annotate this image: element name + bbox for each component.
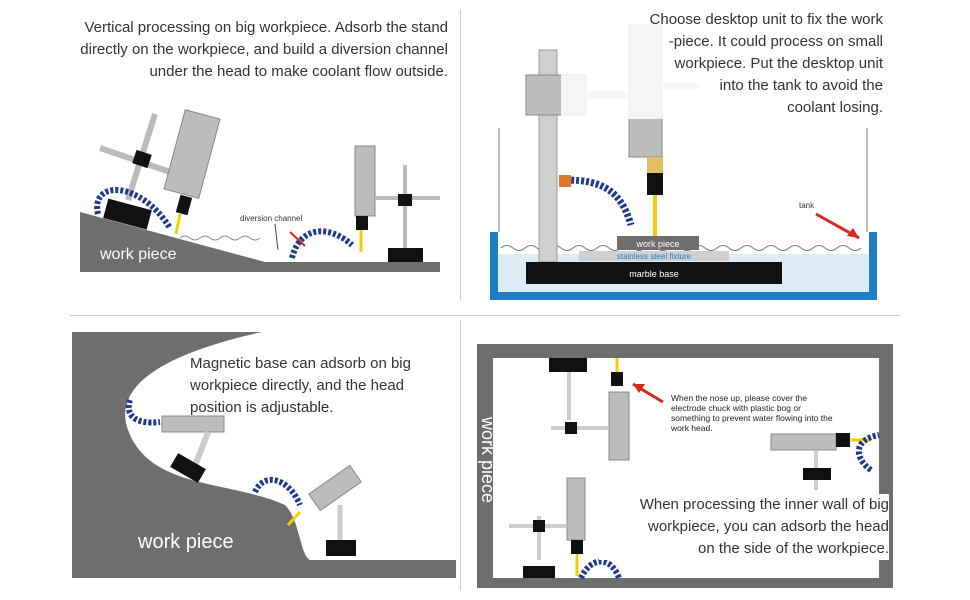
bl-clamp — [533, 520, 545, 532]
panel-bottom-right: work piece When the nose up, please cove… — [461, 320, 970, 600]
bl-base — [523, 566, 555, 578]
note-line: work head. — [671, 423, 713, 433]
panel-top-right: work piece stainless steel fixture marbl… — [461, 0, 970, 310]
workpiece-slope — [80, 212, 440, 272]
lower-head — [308, 464, 362, 512]
electrode — [174, 213, 182, 235]
lower-magnetic-base — [326, 540, 356, 556]
panel-bottom-left: work piece Magnetic base can adsorb on b… — [0, 320, 460, 600]
hose-fitting — [559, 175, 571, 187]
right-clamp — [398, 194, 412, 206]
work-piece-vertical-label: work piece — [478, 416, 498, 504]
illustration-inner-wall — [477, 344, 893, 588]
tl-base — [549, 358, 587, 372]
tank-walls — [490, 232, 877, 300]
note-line: When the nose up, please cover the — [671, 393, 808, 403]
caption-bottom-left: Magnetic base can adsorb on big workpiec… — [190, 353, 450, 419]
marble-base-block — [526, 262, 782, 284]
caption-line: Choose desktop unit to fix the work — [649, 11, 883, 28]
right-base — [388, 248, 423, 262]
illustration-vertical-processing: diversion channel work piece — [80, 109, 440, 272]
caption-top-right: Choose desktop unit to fix the work -pie… — [561, 9, 883, 119]
red-arrow-left — [289, 231, 306, 247]
desktop-hose — [565, 176, 635, 227]
caption-top-left: Vertical processing on big workpiece. Ad… — [40, 17, 448, 83]
work-piece-label-bottom: work piece — [137, 531, 234, 553]
caption-line: into the tank to avoid the — [719, 77, 883, 94]
divider-vertical-bottom — [460, 320, 461, 590]
work-head — [163, 109, 221, 199]
right-hose — [289, 228, 355, 259]
work-piece-small-label: work piece — [635, 239, 679, 249]
divider-vertical-top — [460, 10, 461, 300]
diversion-leader — [274, 223, 279, 251]
upper-hose — [125, 399, 161, 426]
tank-label: tank — [799, 201, 815, 210]
head-collar — [647, 157, 663, 175]
bl-head — [566, 477, 586, 541]
caption-line: workpiece. Put the desktop unit — [674, 55, 883, 72]
upper-arm — [192, 430, 211, 468]
note-line: electrode chuck with plastic bog or — [671, 403, 801, 413]
chuck — [175, 194, 193, 216]
illustration-magnetic-base: work piece — [72, 332, 456, 578]
work-piece-label: work piece — [99, 246, 177, 263]
upper-head — [161, 415, 225, 433]
diversion-channel-label: diversion channel — [240, 214, 302, 223]
marble-base-label: marble base — [629, 269, 679, 279]
caption-line: directly on the workpiece, and build a d… — [80, 41, 448, 58]
tl-head — [608, 391, 630, 461]
note-arrowhead — [633, 384, 645, 393]
r-head — [770, 433, 837, 451]
curved-workpiece — [72, 332, 456, 578]
caption-line: Magnetic base can adsorb on big — [190, 355, 411, 372]
note-text: When the nose up, please cover the elect… — [671, 393, 891, 433]
divider-horizontal — [70, 315, 900, 316]
tank-arrowhead — [847, 228, 859, 238]
tl-chuck — [611, 372, 623, 386]
lower-hose — [252, 477, 303, 507]
note-line: something to prevent water flowing into … — [671, 413, 833, 423]
coolant-wave — [179, 235, 261, 241]
caption-line: under the head to make coolant flow outs… — [149, 63, 448, 80]
caption-line: on the side of the workpiece. — [698, 540, 889, 557]
panel-top-left: Vertical processing on big workpiece. Ad… — [0, 0, 460, 300]
fixture-label: stainless steel fixture — [617, 252, 692, 261]
right-head — [354, 145, 376, 217]
caption-line: -piece. It could process on small — [668, 33, 883, 50]
caption-line: workpiece directly, and the head — [190, 377, 405, 394]
clamp-block — [132, 149, 152, 169]
r-chuck — [836, 433, 850, 447]
caption-line: Vertical processing on big workpiece. Ad… — [84, 19, 448, 36]
tl-clamp — [565, 422, 577, 434]
coolant-hose — [94, 187, 173, 230]
caption-line: workpiece, you can adsorb the head — [648, 518, 889, 535]
upper-magnetic-base — [170, 453, 206, 483]
right-chuck — [356, 216, 368, 230]
bl-chuck — [571, 540, 583, 554]
magnetic-base — [103, 198, 152, 230]
lower-electrode — [286, 510, 302, 527]
fixture-block — [579, 251, 729, 261]
caption-bottom-right: When processing the inner wall of big wo… — [599, 494, 889, 560]
caption-line: coolant losing. — [787, 99, 883, 116]
bl-hose — [578, 558, 622, 580]
r-base — [803, 468, 831, 480]
work-piece-block — [617, 236, 699, 250]
desktop-chuck — [647, 173, 663, 195]
caption-line: When processing the inner wall of big — [639, 496, 889, 513]
caption-line: position is adjustable. — [190, 399, 334, 416]
